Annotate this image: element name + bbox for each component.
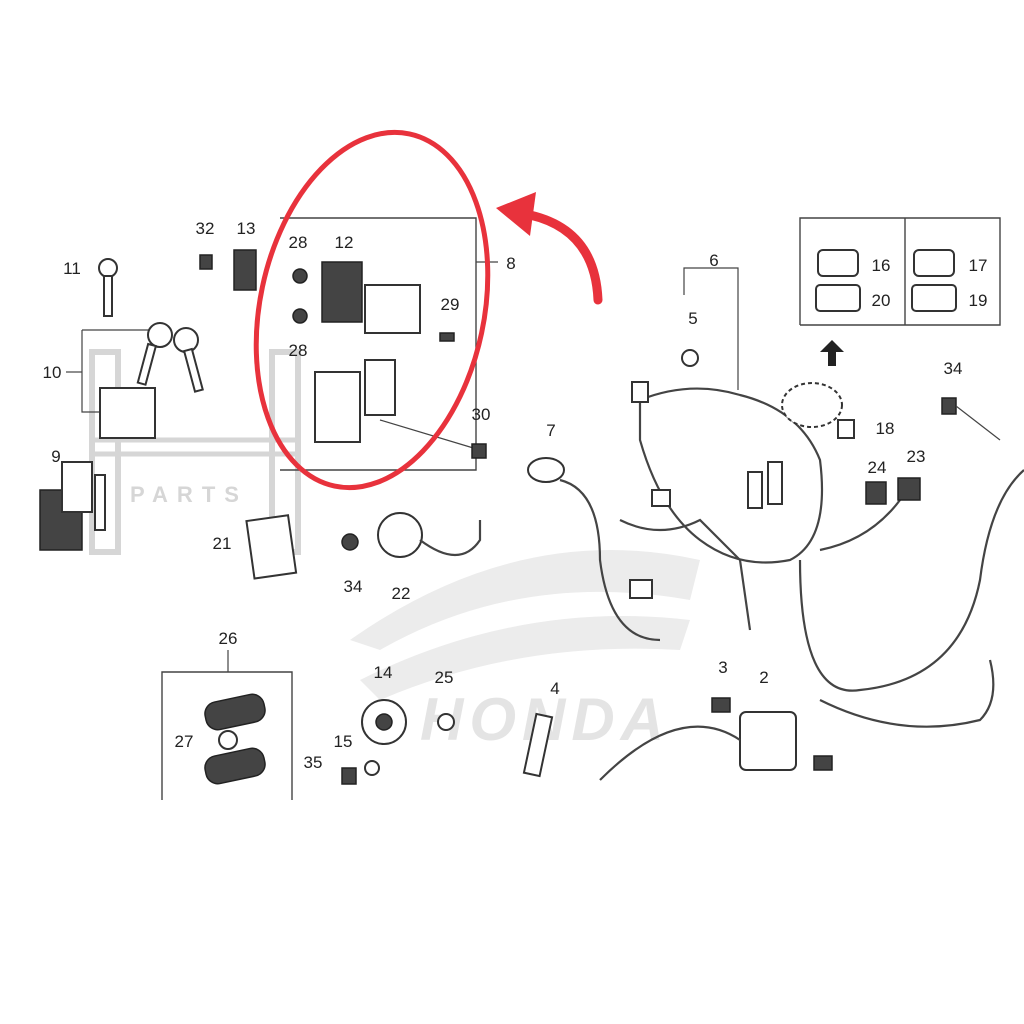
callout-26: 26 bbox=[219, 629, 238, 648]
callout-9: 9 bbox=[51, 447, 60, 466]
part-keys-10 bbox=[99, 322, 204, 439]
part-switch-9 bbox=[39, 461, 106, 551]
part-18 bbox=[781, 382, 855, 439]
part-wire-harness-6 bbox=[619, 381, 1024, 728]
part-22 bbox=[341, 512, 482, 558]
part-connectors-16-20 bbox=[815, 249, 957, 312]
part-cap-4 bbox=[522, 712, 554, 778]
part-34-bolt bbox=[941, 397, 1001, 441]
callout-27: 27 bbox=[175, 732, 194, 751]
part-horn-14 bbox=[361, 699, 455, 745]
part-7 bbox=[527, 457, 661, 642]
arrow-head-icon bbox=[496, 192, 536, 236]
part-key-11 bbox=[98, 258, 118, 317]
group-boxes bbox=[66, 217, 1001, 800]
callout-29: 29 bbox=[441, 295, 460, 314]
callout-labels: 11 32 13 28 12 8 28 29 10 30 9 7 6 5 16 … bbox=[43, 219, 988, 772]
part-13 bbox=[233, 249, 257, 291]
callout-35: 35 bbox=[304, 753, 323, 772]
callout-28a: 28 bbox=[289, 233, 308, 252]
callout-32: 32 bbox=[196, 219, 215, 238]
watermark-text: PARTS bbox=[130, 482, 248, 507]
callout-12: 12 bbox=[335, 233, 354, 252]
callout-8: 8 bbox=[506, 254, 515, 273]
callout-13: 13 bbox=[237, 219, 256, 238]
callout-5: 5 bbox=[688, 309, 697, 328]
callout-17: 17 bbox=[969, 256, 988, 275]
callout-10: 10 bbox=[43, 363, 62, 382]
callout-28b: 28 bbox=[289, 341, 308, 360]
callout-15: 15 bbox=[334, 732, 353, 751]
part-key-fob-26 bbox=[204, 693, 266, 785]
part-unit-21 bbox=[245, 514, 298, 580]
callout-14: 14 bbox=[374, 663, 393, 682]
callout-22: 22 bbox=[392, 584, 411, 603]
callout-30: 30 bbox=[472, 405, 491, 424]
part-15 bbox=[341, 760, 380, 785]
callout-18: 18 bbox=[876, 419, 895, 438]
red-circle-highlight bbox=[253, 129, 491, 491]
callout-2: 2 bbox=[759, 668, 768, 687]
callout-34a: 34 bbox=[944, 359, 963, 378]
callout-16: 16 bbox=[872, 256, 891, 275]
part-lock-assembly-12 bbox=[292, 261, 487, 459]
callout-4: 4 bbox=[550, 679, 559, 698]
callout-25: 25 bbox=[435, 668, 454, 687]
callout-7: 7 bbox=[546, 421, 555, 440]
callout-20: 20 bbox=[872, 291, 891, 310]
part-24-23 bbox=[865, 477, 921, 505]
callout-21: 21 bbox=[213, 534, 232, 553]
part-coil-2 bbox=[599, 697, 833, 781]
callout-24: 24 bbox=[868, 458, 887, 477]
red-annotation bbox=[253, 129, 603, 491]
part-bolt-32 bbox=[199, 254, 213, 270]
callout-11: 11 bbox=[63, 259, 81, 278]
red-curved-arrow-icon bbox=[525, 210, 603, 305]
callout-34b: 34 bbox=[344, 577, 363, 596]
part-5 bbox=[681, 349, 699, 367]
callout-23: 23 bbox=[907, 447, 926, 466]
callout-3: 3 bbox=[718, 658, 727, 677]
up-arrow-icon bbox=[820, 340, 844, 366]
callout-19: 19 bbox=[969, 291, 988, 310]
callout-6: 6 bbox=[709, 251, 718, 270]
